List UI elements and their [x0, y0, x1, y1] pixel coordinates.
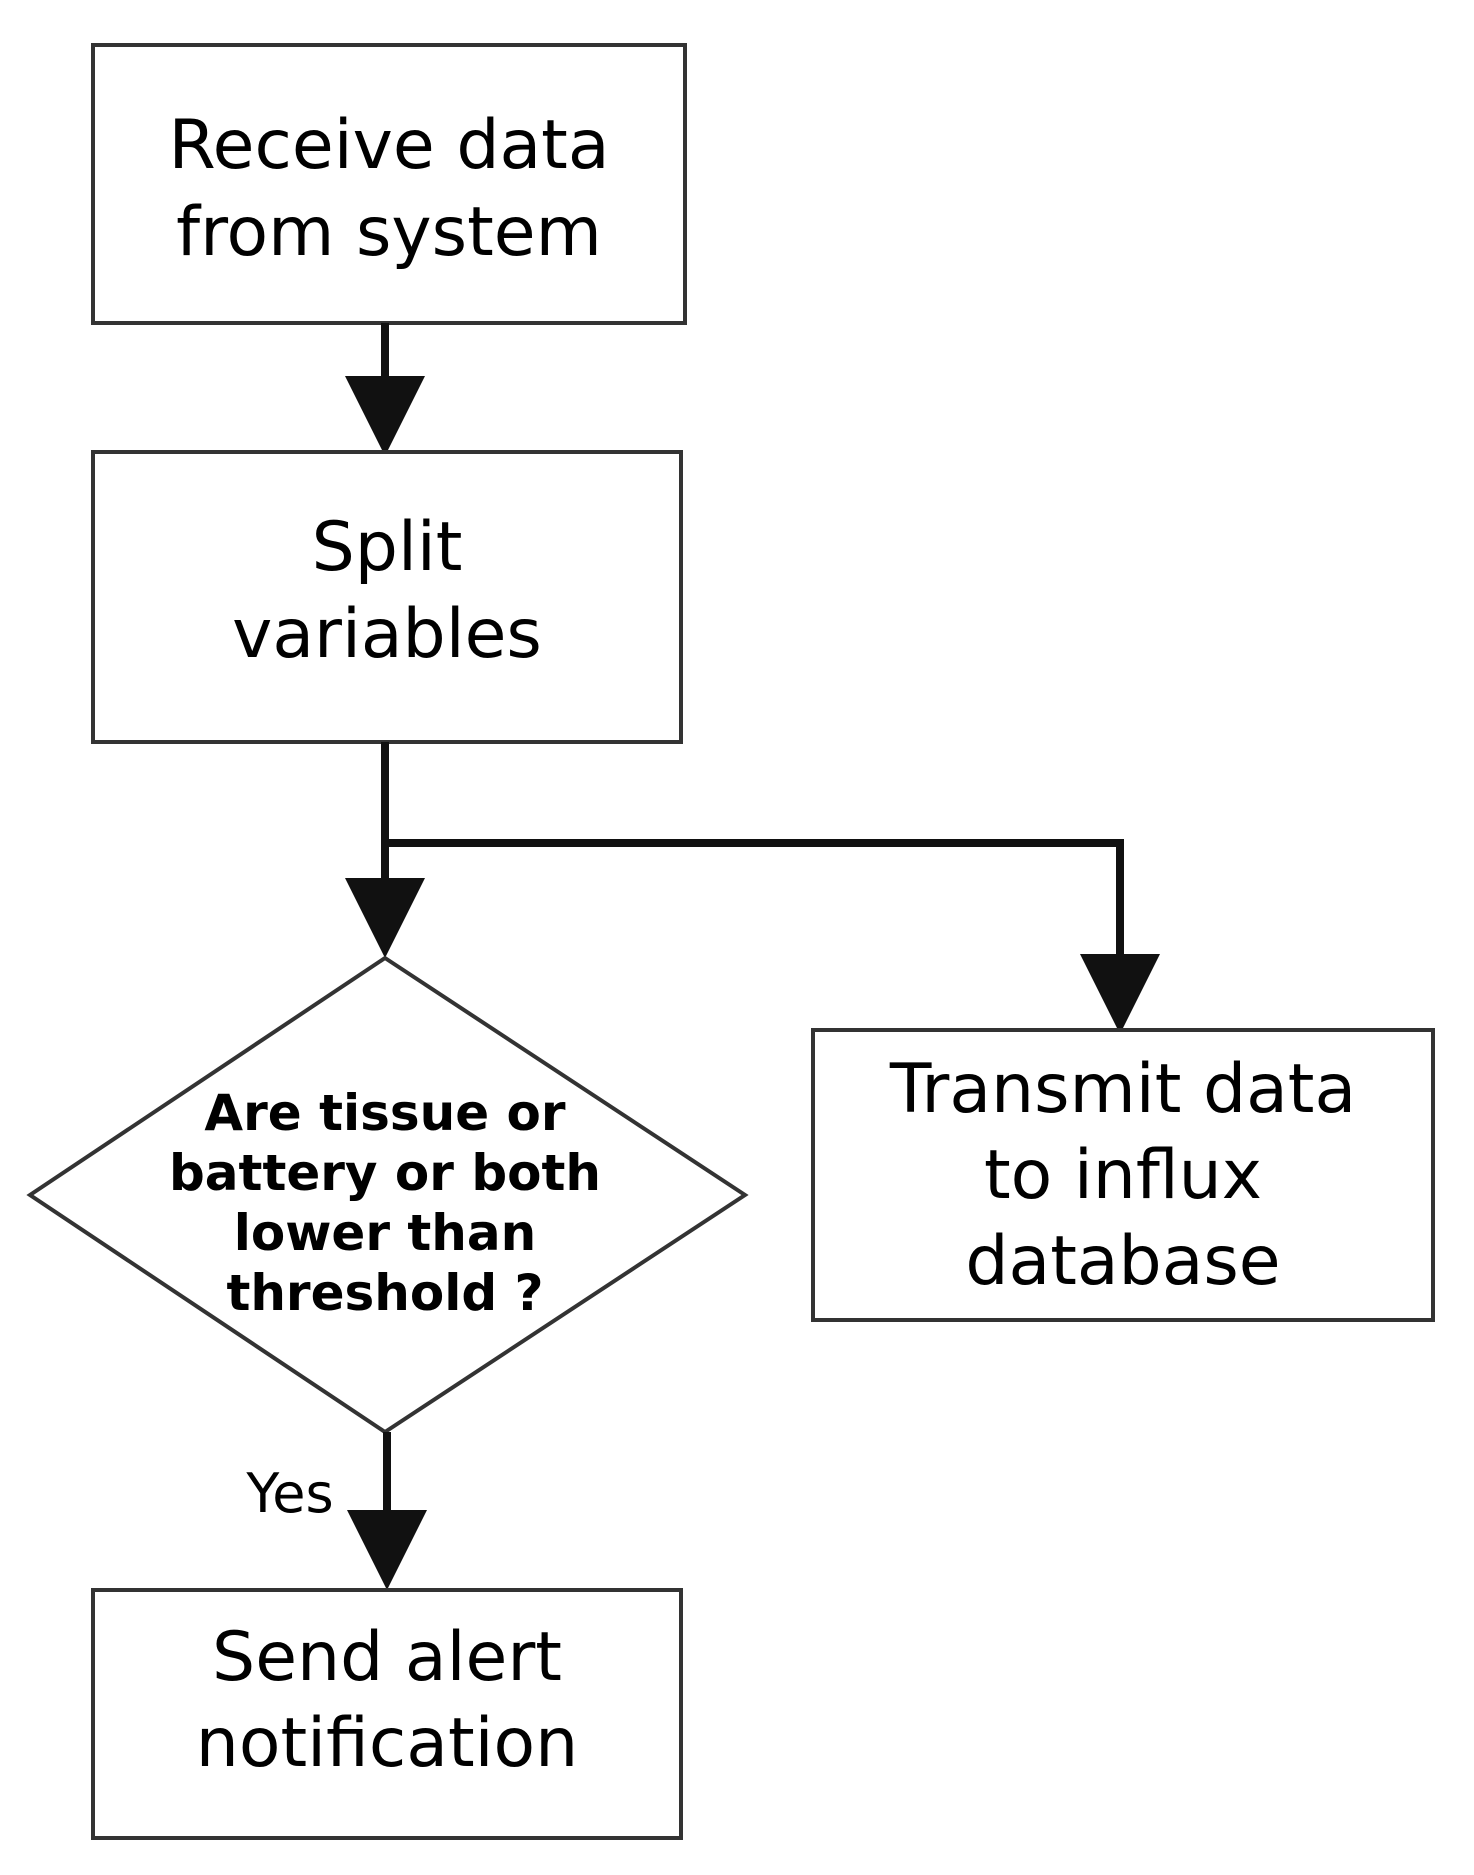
alert-line-2: notification — [196, 1704, 578, 1783]
decision-line-2: battery or both — [169, 1144, 601, 1202]
split-line-1: Split — [312, 508, 463, 587]
decision-line-1: Are tissue or — [204, 1084, 565, 1142]
node-split-variables: Split variables — [91, 450, 683, 744]
node-receive-data: Receive data from system — [91, 43, 687, 325]
decision-line-4: threshold ? — [226, 1264, 543, 1322]
decision-line-3: lower than — [234, 1204, 537, 1262]
node-send-alert: Send alert notification — [91, 1588, 683, 1840]
node-decision: Are tissue or battery or both lower than… — [26, 955, 749, 1435]
receive-line-1: Receive data — [168, 106, 609, 185]
receive-line-2: from system — [176, 193, 602, 272]
receive-box — [91, 43, 687, 325]
transmit-line-3: database — [965, 1222, 1280, 1301]
alert-line-1: Send alert — [212, 1618, 562, 1697]
edge-split-to-transmit — [385, 839, 1160, 1034]
split-line-2: variables — [232, 595, 542, 674]
transmit-line-2: to influx — [984, 1136, 1262, 1215]
alert-box — [91, 1588, 683, 1840]
transmit-line-1: Transmit data — [889, 1050, 1356, 1129]
node-transmit-data: Transmit data to influx database — [811, 1028, 1435, 1322]
transmit-box — [811, 1028, 1435, 1322]
yes-label: Yes — [245, 1462, 333, 1525]
split-box — [91, 450, 683, 744]
